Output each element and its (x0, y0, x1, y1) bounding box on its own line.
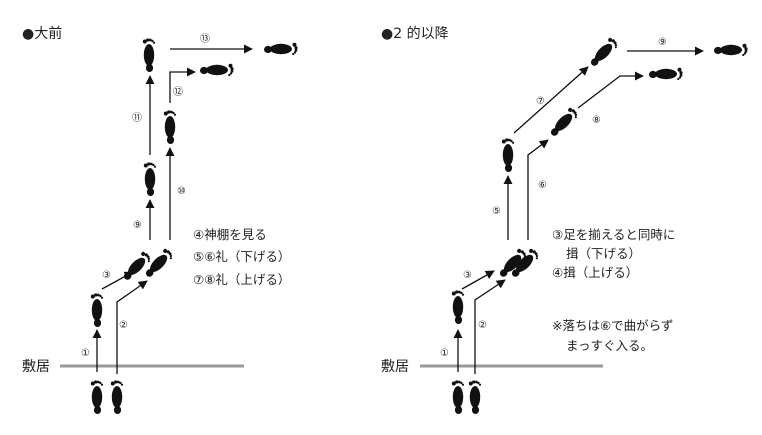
step-number: ⑫ (173, 86, 183, 98)
footprint-icon (547, 106, 580, 139)
step-arrow (169, 67, 196, 103)
footprint-icon (163, 110, 177, 144)
step-number: ② (478, 320, 487, 331)
step-number: ⑧ (592, 115, 601, 126)
threshold-label: 敷居 (22, 359, 50, 375)
step-arrow (513, 66, 589, 134)
panel-right: ●2 的以降 敷居 ① ② ③ ⑤ ⑥ ⑦ ⑧ ⑨ ③足を揃えると同時 (381, 26, 748, 414)
step-number: ⑪ (132, 112, 142, 124)
threshold-label: 敷居 (381, 359, 409, 375)
footprint-icon (264, 42, 298, 56)
note-line: ⑦⑧礼（上げる） (193, 272, 290, 287)
step-number: ⑨ (133, 220, 142, 231)
panel-left: ●大前 敷居 ① ② ③ ⑨ ⑩ ⑪ ⑫ ⑬ ④神棚を見る ⑤ (22, 25, 298, 414)
step-number: ⑦ (536, 96, 545, 107)
note-line: ※落ちは⑥で曲がらず (552, 318, 673, 333)
footprint-icon (501, 138, 515, 172)
note-line: 揖（下げる） (566, 246, 641, 261)
footprint-icon (587, 36, 620, 69)
step-number: ③ (102, 270, 111, 281)
step-number: ③ (463, 270, 472, 281)
step-arrow (101, 271, 134, 290)
step-arrow (461, 270, 495, 290)
note-line: ④揖（上げる） (552, 265, 638, 280)
step-arrow (116, 280, 148, 374)
note-line: ⑤⑥礼（下げる） (193, 249, 290, 264)
footprint-icon (90, 293, 104, 327)
footprint-icon (142, 38, 156, 72)
footprint-icon (468, 380, 482, 414)
step-number: ⑩ (177, 186, 186, 197)
step-number: ② (119, 320, 128, 331)
note-line: ④神棚を見る (193, 227, 267, 242)
step-number: ⑤ (492, 206, 501, 217)
footprint-icon (200, 63, 234, 77)
footprint-icon (142, 247, 175, 280)
panel-heading: ●2 的以降 (381, 26, 449, 42)
step-number: ① (81, 348, 90, 359)
footprint-icon (90, 380, 104, 414)
step-arrow (527, 139, 549, 240)
footprint-icon (110, 380, 124, 414)
step-arrow (474, 279, 506, 374)
footprint-icon (120, 250, 153, 283)
footprint-icon (714, 43, 748, 57)
step-number: ⑬ (200, 33, 210, 45)
footprint-icon (143, 162, 157, 196)
step-number: ① (440, 348, 449, 359)
step-arrow (577, 71, 644, 109)
step-number: ⑥ (538, 180, 547, 191)
footprint-icon (451, 380, 465, 414)
footprint-icon (451, 290, 465, 324)
footprint-icon (649, 67, 683, 81)
panel-heading: ●大前 (22, 25, 62, 42)
step-number: ⑨ (658, 37, 667, 48)
note-line: ③足を揃えると同時に (552, 227, 675, 242)
note-line: まっすぐ入る。 (566, 338, 653, 353)
